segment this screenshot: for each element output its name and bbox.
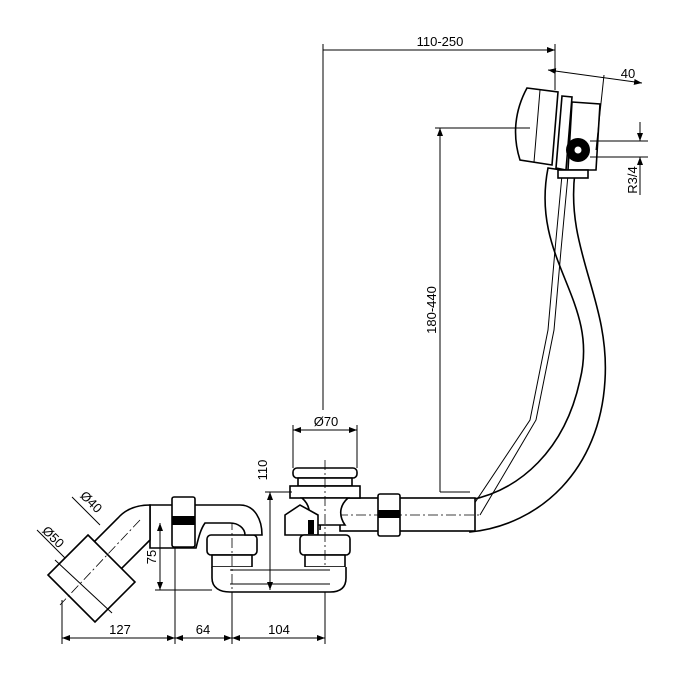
outlet-pipe — [46, 496, 263, 624]
dim-height-range: 180-440 — [424, 286, 439, 334]
dim-drain-diameter: Ø70 — [314, 414, 339, 429]
dim-distance-1: 127 — [109, 622, 131, 637]
dim-outlet-height: 75 — [144, 550, 159, 564]
drain-assembly — [284, 460, 361, 600]
dim-thread: R3/4 — [625, 166, 640, 193]
dim-pipe-small-diameter: Ø40 — [77, 488, 105, 516]
dimension-lines — [36, 44, 648, 644]
dim-pipe-large-diameter: Ø50 — [39, 523, 67, 551]
overflow-head — [514, 87, 601, 179]
dim-distance-3: 104 — [268, 622, 290, 637]
dim-distance-2: 64 — [196, 622, 210, 637]
trap — [206, 520, 347, 600]
dim-overflow-offset: 110-250 — [417, 34, 464, 49]
flexible-hose — [469, 167, 607, 533]
dim-drain-height: 110 — [255, 460, 270, 481]
dim-overflow-depth: 40 — [621, 66, 635, 81]
